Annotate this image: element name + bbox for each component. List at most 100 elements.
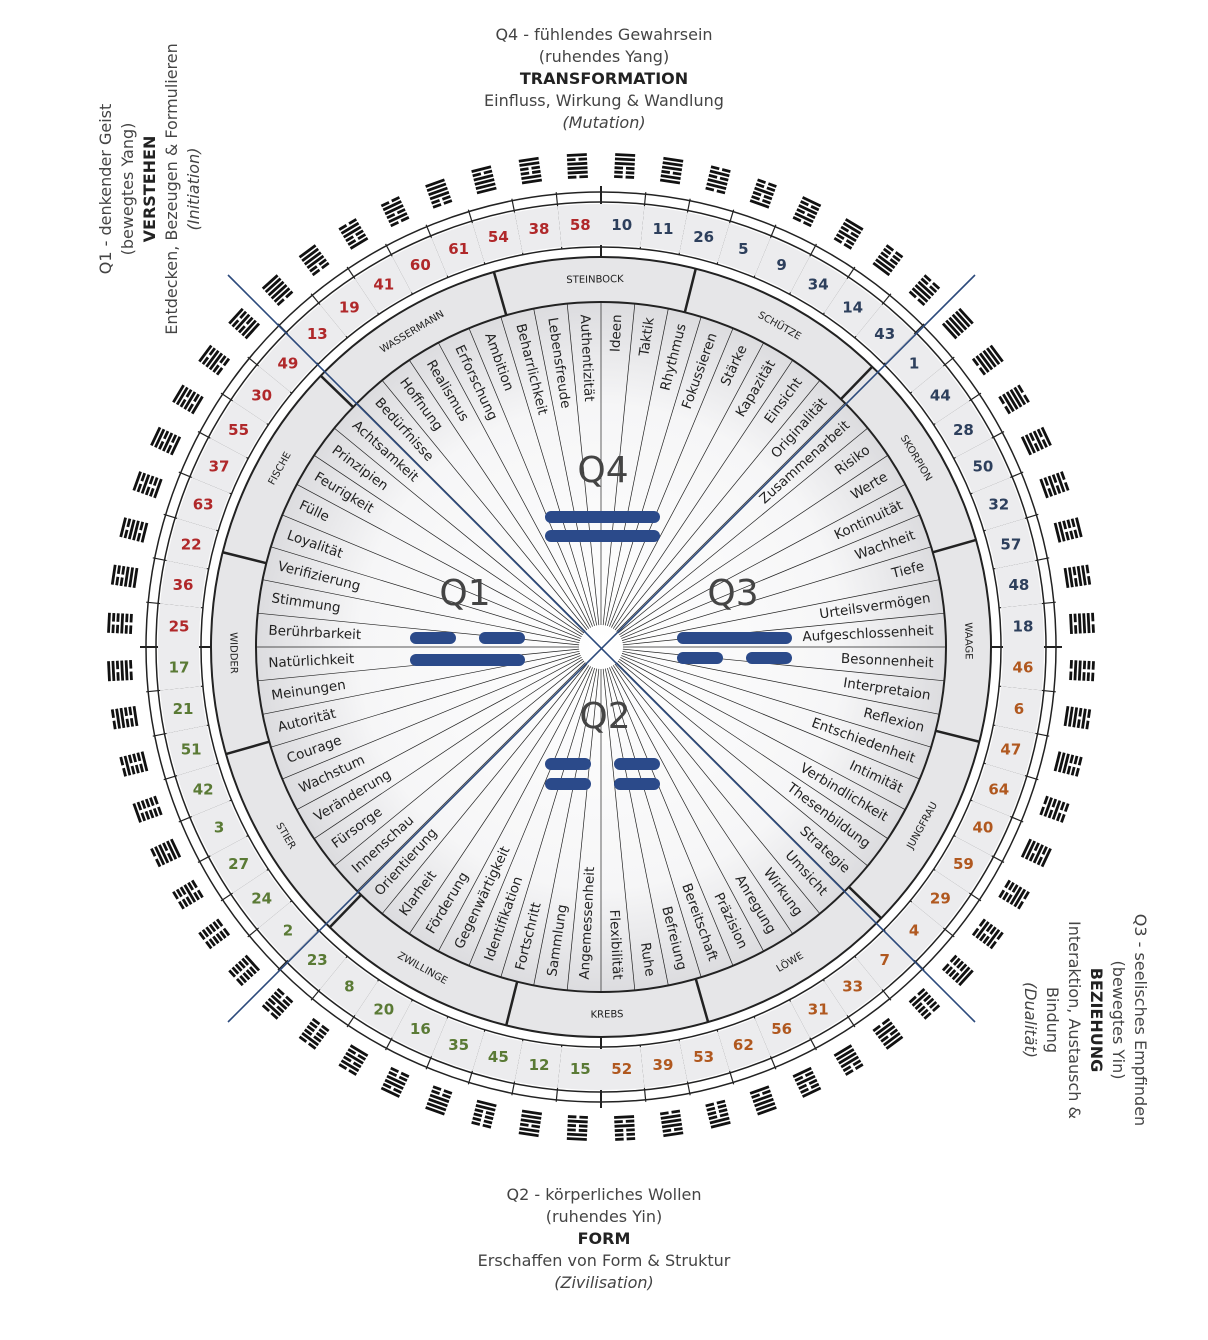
yin-line xyxy=(1028,852,1035,862)
gate-number: 23 xyxy=(307,951,328,969)
gate-cell xyxy=(557,204,601,247)
yin-line xyxy=(998,889,1006,899)
keyword-spoke xyxy=(334,660,585,867)
caption-q2-desc: Erschaffen von Form & Struktur xyxy=(477,1251,731,1270)
yin-line xyxy=(579,175,588,179)
keyword-spoke xyxy=(533,668,598,986)
yang-line xyxy=(614,1123,635,1128)
yin-line xyxy=(185,896,193,906)
yin-line xyxy=(802,220,812,228)
yin-line xyxy=(172,890,179,900)
yin-line xyxy=(531,1124,541,1129)
yang-line xyxy=(264,1000,282,1017)
yin-line xyxy=(996,931,1004,941)
yang-line xyxy=(914,284,932,300)
yin-line xyxy=(1002,891,1009,901)
yin-line xyxy=(1069,671,1073,681)
yin-line xyxy=(482,1123,492,1129)
yin-line xyxy=(625,1119,635,1123)
yang-line xyxy=(954,310,971,328)
gate-number: 62 xyxy=(733,1036,754,1054)
yin-line xyxy=(1074,625,1078,634)
hexagram-icon xyxy=(614,1115,636,1141)
keyword-spoke xyxy=(619,455,889,636)
yang-line xyxy=(566,153,587,157)
keyword-spoke xyxy=(381,663,588,914)
gate-cell xyxy=(985,725,1036,776)
gate-cell xyxy=(514,1041,562,1088)
yang-line xyxy=(115,708,121,729)
yin-line xyxy=(1085,564,1090,574)
yang-line xyxy=(340,1059,360,1073)
yang-line xyxy=(945,319,961,337)
trigram-yin-bar xyxy=(677,652,723,664)
yin-line xyxy=(152,807,159,817)
yin-line xyxy=(708,1115,718,1121)
yin-line xyxy=(198,931,206,941)
gate-number: 18 xyxy=(1013,617,1034,635)
yang-line xyxy=(119,707,126,729)
yin-line xyxy=(150,847,157,857)
yin-line xyxy=(140,800,147,810)
keyword-spoke xyxy=(500,667,595,978)
hexagram-icon xyxy=(614,153,636,179)
yang-line xyxy=(1081,708,1087,729)
yin-line xyxy=(193,393,200,403)
yang-line xyxy=(519,1127,540,1133)
yin-line xyxy=(167,852,174,862)
hexagram-icon xyxy=(872,1017,904,1050)
yang-line xyxy=(844,218,864,231)
yin-line xyxy=(124,625,128,634)
yin-line xyxy=(396,208,406,215)
yang-line xyxy=(986,347,1001,366)
yin-line xyxy=(130,765,136,775)
yin-line xyxy=(659,1111,669,1116)
yang-line xyxy=(882,1032,901,1047)
yin-line xyxy=(338,1063,348,1070)
gate-number: 50 xyxy=(972,457,993,475)
yin-line xyxy=(978,918,987,927)
yang-line xyxy=(273,287,291,303)
keyword-spoke xyxy=(621,655,920,780)
hexagram-icon xyxy=(749,1085,777,1116)
gate-cell xyxy=(392,237,448,293)
yin-line xyxy=(672,171,682,176)
yin-line xyxy=(717,1103,727,1109)
yin-line xyxy=(355,229,364,237)
yin-line xyxy=(579,1115,588,1119)
yang-line xyxy=(123,566,130,587)
yin-line xyxy=(201,356,210,366)
hexagram-icon xyxy=(471,165,497,195)
yang-line xyxy=(306,254,325,270)
yin-line xyxy=(1087,575,1092,585)
caption-q2: Q2 - körperliches Wollen (ruhendes Yin) … xyxy=(404,1184,804,1294)
gate-cell xyxy=(258,902,317,961)
yin-line xyxy=(231,966,240,975)
yang-line xyxy=(989,344,1004,363)
hexagram-icon xyxy=(338,1044,369,1076)
zodiac-divider xyxy=(932,538,977,554)
hexagram-icon xyxy=(107,660,133,682)
keyword-label: Flexibilität xyxy=(606,909,625,980)
yin-line xyxy=(357,233,367,241)
yin-line xyxy=(347,239,357,246)
yin-line xyxy=(917,1005,926,1014)
gate-number: 40 xyxy=(972,819,993,837)
yang-line xyxy=(264,277,282,294)
yin-line xyxy=(473,1112,483,1118)
keyword-spoke xyxy=(313,658,583,839)
yin-line xyxy=(1082,672,1086,681)
keyword-spoke xyxy=(282,514,581,639)
yin-line xyxy=(149,797,155,807)
gate-number: 4 xyxy=(909,922,919,940)
yin-line xyxy=(880,1035,889,1043)
keyword-spoke xyxy=(356,662,586,892)
gate-number: 49 xyxy=(278,354,299,372)
gate-cell xyxy=(158,603,201,647)
gate-cell xyxy=(955,438,1011,494)
hexagram-icon xyxy=(425,1085,453,1116)
yin-line xyxy=(474,1108,484,1114)
zodiac-divider xyxy=(935,729,980,743)
yin-line xyxy=(810,1082,820,1089)
yin-line xyxy=(338,224,348,231)
